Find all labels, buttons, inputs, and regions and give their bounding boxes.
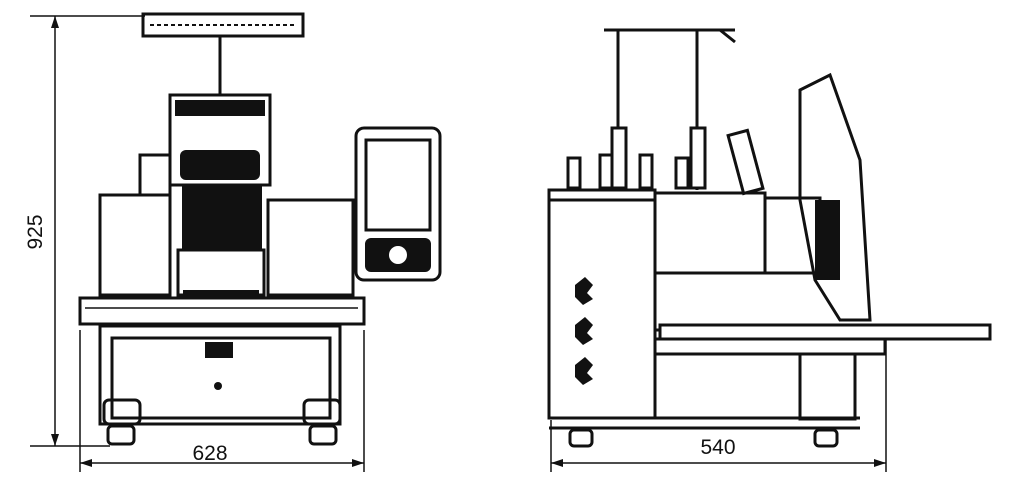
- front-width-label: 628: [192, 442, 227, 465]
- side-depth-dimension-line: [550, 340, 887, 472]
- side-depth-label: 540: [700, 436, 735, 459]
- side-view: 540: [547, 28, 992, 472]
- height-dimension-line: [30, 15, 145, 447]
- front-view: 925 628: [24, 12, 442, 472]
- height-label: 925: [24, 214, 47, 249]
- front-width-dimension-line: [79, 330, 365, 472]
